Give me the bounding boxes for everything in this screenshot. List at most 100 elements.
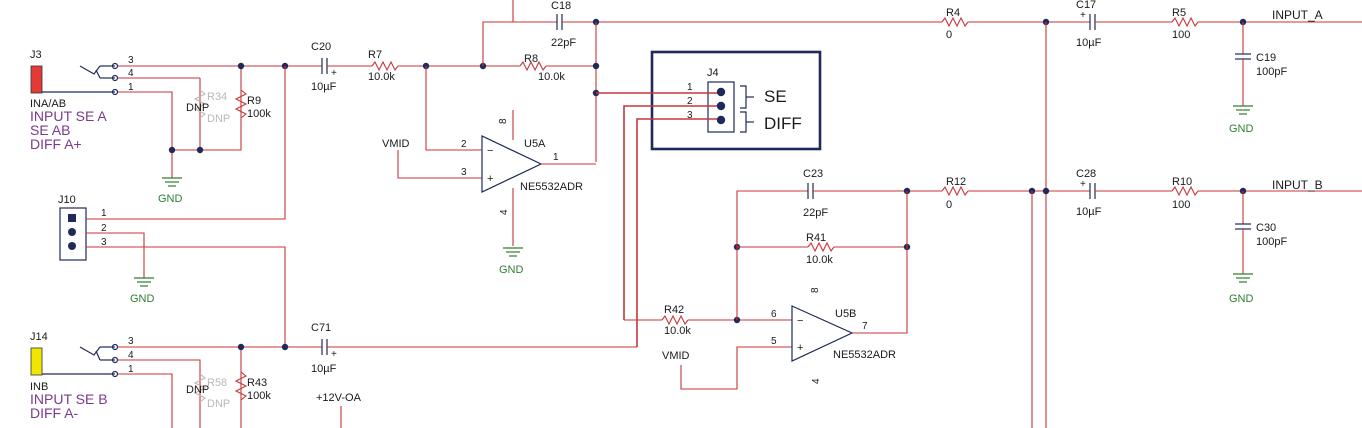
u5a-pin-vpos: 8 xyxy=(498,118,509,124)
capacitor-c23[interactable]: C23 22pF xyxy=(803,168,828,219)
u5b-pin-out: 7 xyxy=(862,321,868,332)
u5a-part: NE5532ADR xyxy=(520,181,583,193)
j14-pin3-dot xyxy=(111,343,119,351)
u5b-pin-inv: 6 xyxy=(771,309,777,320)
j14-ref: J14 xyxy=(30,331,48,343)
resistor-r41[interactable]: R41 10.0k xyxy=(806,232,835,266)
u5b-pin-noninv: 5 xyxy=(771,336,777,347)
wire-u5b-out xyxy=(852,191,908,334)
r42-ref: R42 xyxy=(664,304,684,316)
note-a-line1: INPUT SE A xyxy=(30,108,107,124)
connector-j14[interactable]: J14 INB 3 4 1 xyxy=(30,331,134,393)
r34-dnp-tag: DNP xyxy=(186,102,209,114)
u5a-pin-out: 1 xyxy=(553,152,559,163)
c19-value: 100pF xyxy=(1256,66,1287,78)
resistor-r12[interactable]: R12 0 xyxy=(941,176,969,211)
gnd-symbol: GND xyxy=(130,277,155,305)
j3-pin1: 1 xyxy=(128,82,134,93)
j3-switch-arm xyxy=(95,69,101,79)
capacitor-c17[interactable]: + C17 10µF xyxy=(1076,0,1102,49)
j10-ref: J10 xyxy=(58,194,76,206)
r12-value: 0 xyxy=(946,199,952,211)
j4-frame xyxy=(650,50,822,151)
connector-j3[interactable]: J3 INA/AB 3 4 1 xyxy=(30,49,134,110)
c28-value: 10µF xyxy=(1076,206,1102,218)
wire-j3-sleeve xyxy=(118,91,173,150)
resistor-r9[interactable]: R9 100k xyxy=(234,89,271,120)
wire-u5a-inv xyxy=(425,66,482,151)
note-b-line1: INPUT SE B xyxy=(30,391,108,407)
capacitor-c28[interactable]: + C28 10µF xyxy=(1076,168,1102,218)
resistor-r42[interactable]: R42 10.0k xyxy=(661,304,691,337)
wire-j14-switch xyxy=(118,359,201,428)
resistor-r58[interactable]: R58 DNP DNP xyxy=(186,373,230,410)
j3-jack-body xyxy=(30,65,43,94)
u5a-pin-noninv: 3 xyxy=(461,167,467,178)
r41-value: 10.0k xyxy=(806,254,833,266)
u5a-minus: − xyxy=(487,145,493,157)
c71-ref: C71 xyxy=(311,322,331,334)
r41-ref: R41 xyxy=(806,232,826,244)
opamp-u5a[interactable]: − + 2 3 1 8 4 U5A NE5532ADR xyxy=(461,118,583,215)
junction xyxy=(168,146,176,154)
j14-pin3: 3 xyxy=(128,336,134,347)
r43-ref: R43 xyxy=(247,377,267,389)
j3-pin4-dot xyxy=(111,74,119,82)
capacitor-c20[interactable]: + C20 10µF xyxy=(311,41,337,93)
wire-j4-pin2 xyxy=(623,105,717,320)
wire-j4-pin3 xyxy=(636,118,717,347)
connector-j10[interactable]: J10 1 2 3 xyxy=(58,194,107,261)
j10-pin1-square xyxy=(68,214,76,222)
capacitor-c30[interactable]: C30 100pF xyxy=(1235,222,1287,248)
resistor-r34[interactable]: R34 DNP DNP xyxy=(186,89,230,125)
junction xyxy=(237,343,245,351)
r10-ref: R10 xyxy=(1172,176,1192,188)
r5-value: 100 xyxy=(1172,29,1190,41)
opamp-u5b[interactable]: − + 6 5 7 8 4 U5B NE5532ADR xyxy=(771,287,896,384)
wire-u5b-fb-left xyxy=(736,190,808,320)
c17-plus: + xyxy=(1080,10,1086,21)
resistor-r5[interactable]: R5 100 xyxy=(1171,7,1199,41)
gnd-label: GND xyxy=(130,293,155,305)
note-a-line2: SE AB xyxy=(30,122,70,138)
j10-pin2-num: 2 xyxy=(101,223,107,234)
capacitor-c19[interactable]: C19 100pF xyxy=(1235,52,1287,78)
resistor-r4[interactable]: R4 0 xyxy=(941,7,969,41)
r8-ref: R8 xyxy=(524,53,538,65)
j3-pin1-dot xyxy=(111,88,119,96)
junction xyxy=(281,343,289,351)
jumper-j4[interactable]: J4 1 2 3 SE DIFF xyxy=(687,67,802,133)
u5a-pin-vneg: 4 xyxy=(499,209,510,215)
resistor-r7[interactable]: R7 10.0k xyxy=(368,49,399,83)
r4-value: 0 xyxy=(946,29,952,41)
c23-ref: C23 xyxy=(803,168,823,180)
r9-ref: R9 xyxy=(247,95,261,107)
j14-switch-arm xyxy=(95,350,101,361)
wire-r9-gnd xyxy=(172,66,242,151)
u5a-ref: U5A xyxy=(524,138,546,150)
net-input-a: INPUT_A xyxy=(1272,8,1323,22)
j3-pin4: 4 xyxy=(128,68,134,79)
resistor-r43[interactable]: R43 100k xyxy=(234,371,271,402)
junction xyxy=(1042,187,1050,195)
capacitor-c18[interactable]: C18 22pF xyxy=(551,0,576,49)
r4-ref: R4 xyxy=(946,7,960,19)
junction xyxy=(237,62,245,70)
c30-value: 100pF xyxy=(1256,236,1287,248)
wire-u5b-noninv xyxy=(680,346,792,390)
j3-switch-spring xyxy=(79,65,101,75)
capacitor-c71[interactable]: + C71 10µF xyxy=(311,322,337,375)
resistor-r10[interactable]: R10 100 xyxy=(1171,176,1199,211)
u5b-part: NE5532ADR xyxy=(833,349,896,361)
wire-j10-pin2 xyxy=(86,232,145,278)
j3-ref: J3 xyxy=(30,49,42,61)
r7-value: 10.0k xyxy=(368,71,395,83)
u5b-ref: U5B xyxy=(835,308,856,320)
resistor-r8[interactable]: R8 10.0k xyxy=(519,53,565,83)
c18-ref: C18 xyxy=(551,0,571,12)
r12-ref: R12 xyxy=(946,176,966,188)
junction xyxy=(592,62,600,70)
u5b-pin-vneg: 4 xyxy=(811,378,822,384)
c20-ref: C20 xyxy=(311,41,331,53)
r43-value: 100k xyxy=(247,390,271,402)
